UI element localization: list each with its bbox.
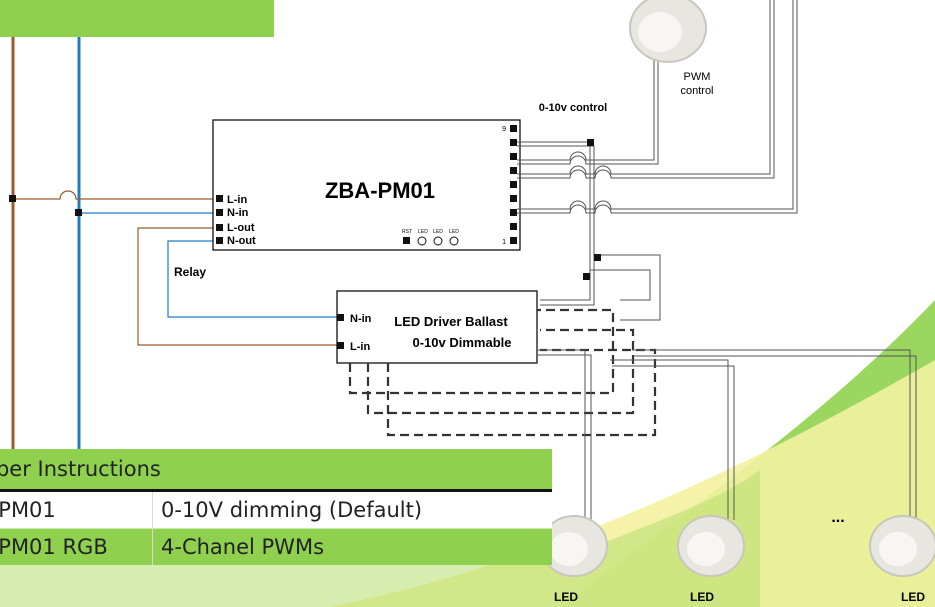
led-driver-box (336, 290, 538, 364)
left-pins: L-in N-in L-out N-out (216, 194, 256, 247)
led-label: LED (901, 590, 925, 604)
zero-ten-control-label: 0-10v control (539, 102, 607, 114)
table-cell-model: ZBA-PM01 RGB (0, 535, 108, 559)
driver-pin-l: L-in (350, 341, 370, 353)
driver-pin-n: N-in (350, 313, 372, 325)
svg-text:1: 1 (502, 239, 506, 246)
pin-l-in: L-in (227, 194, 247, 206)
led-lamp-icon (869, 515, 935, 577)
led-label: LED (690, 590, 714, 604)
indicator-leds: RST LED LED LED (402, 229, 459, 246)
pwm-lamp-icon (629, 0, 707, 63)
table-row: ZBA-PM01 0-10V dimming (Default) (0, 492, 552, 529)
additional-drivers (348, 308, 657, 437)
right-pin-header: 9 1 (502, 125, 517, 246)
table-cell-mode: 4-Chanel PWMs (152, 529, 552, 565)
table-row: ZBA-PM01 RGB 4-Chanel PWMs (0, 529, 552, 565)
led-label: LED (554, 590, 578, 604)
pin-l-out: L-out (227, 222, 255, 234)
led-lamp-icon (677, 515, 745, 577)
l-out-wire (137, 227, 340, 346)
background-yellow-swoosh (330, 360, 935, 607)
pin-n-in: N-in (227, 207, 249, 219)
n-out-wire (167, 240, 340, 318)
svg-text:9: 9 (502, 126, 506, 133)
zba-pm01-box (212, 119, 521, 251)
control-wires (517, 0, 798, 321)
svg-text:LED: LED (418, 229, 428, 235)
table-header: Jumper Instructions (0, 457, 161, 481)
svg-text:LED: LED (449, 229, 459, 235)
driver-subtitle: 0-10v Dimmable (413, 335, 512, 350)
ellipsis-label: ... (831, 509, 844, 526)
relay-label: Relay (174, 265, 206, 279)
pin-n-out: N-out (227, 235, 256, 247)
l-in-wire (13, 190, 218, 200)
top-banner (0, 0, 274, 37)
svg-text:LED: LED (433, 229, 443, 235)
device-name: ZBA-PM01 (325, 178, 435, 203)
jumper-instructions-table: Jumper Instructions ZBA-PM01 0-10V dimmi… (0, 449, 552, 565)
driver-title: LED Driver Ballast (394, 314, 508, 329)
svg-text:RST: RST (402, 229, 412, 235)
table-cell-model: ZBA-PM01 (0, 498, 56, 522)
table-cell-mode: 0-10V dimming (Default) (152, 492, 552, 528)
table-header-row: Jumper Instructions (0, 449, 552, 492)
led-feed-wires (537, 349, 917, 520)
